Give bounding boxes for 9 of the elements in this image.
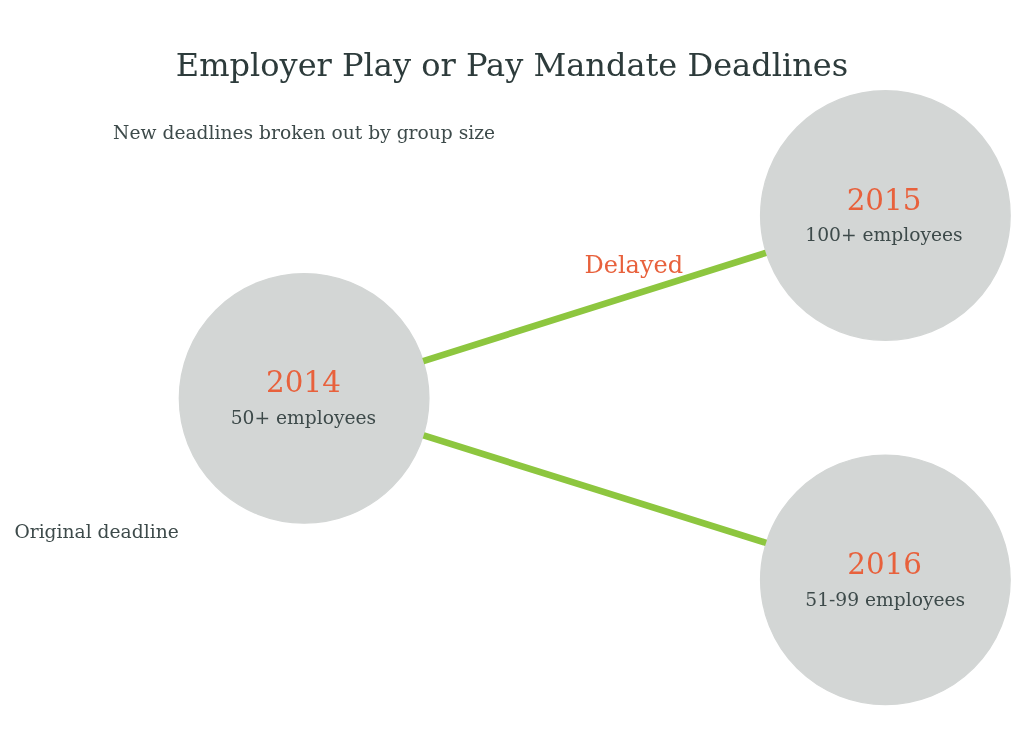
- connector: [422, 249, 767, 364]
- label: New deadlines broken out by group size: [113, 121, 496, 143]
- node-circle: 2016 51-99 employees: [759, 453, 1011, 705]
- node-circle: 2015 100+ employees: [759, 89, 1011, 341]
- node-label: Original deadline: [14, 520, 179, 542]
- connector: [422, 431, 768, 546]
- diagram-title: Employer Play or Pay Mandate Deadlines: [175, 45, 849, 84]
- edge-label: Delayed: [584, 250, 684, 279]
- node-circle: 2014 50+ employees: [178, 272, 430, 524]
